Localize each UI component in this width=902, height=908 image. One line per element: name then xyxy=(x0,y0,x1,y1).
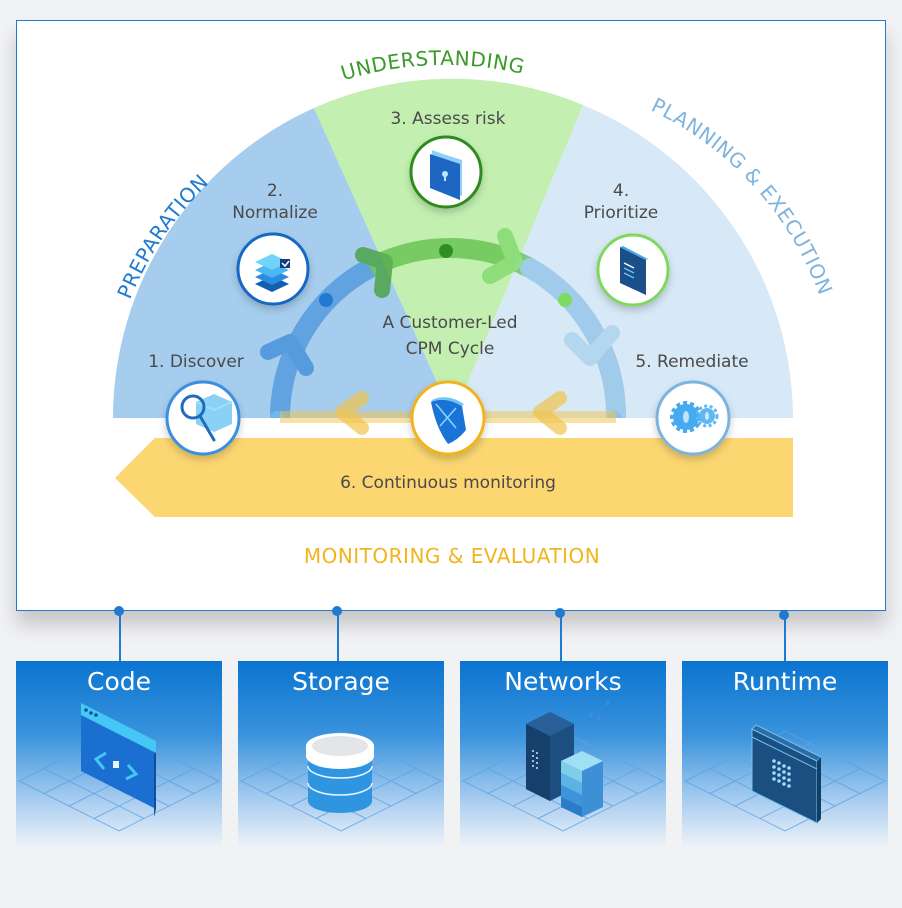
code-window-icon xyxy=(81,703,156,817)
step-label-continuous-monitoring: 6. Continuous monitoring xyxy=(340,473,556,493)
step-label-normalize: Normalize xyxy=(232,203,318,223)
gears-icon xyxy=(670,401,719,433)
domain-title-runtime: Runtime xyxy=(732,667,838,696)
connector-storage xyxy=(337,611,339,661)
cycle-node-dot xyxy=(439,244,453,258)
cycle-node-dot xyxy=(319,293,333,307)
domain-card-storage[interactable]: Storage xyxy=(238,661,444,847)
server-icon xyxy=(526,701,609,817)
cpm-cycle-diagram: PREPARATION UNDERSTANDING PLANNING & EXE… xyxy=(112,46,837,568)
connector-dot xyxy=(555,608,565,618)
monitoring-arrow-band xyxy=(115,438,793,517)
domain-card-networks[interactable]: Networks xyxy=(460,661,666,847)
cycle-node-dot xyxy=(558,293,572,307)
connector-code xyxy=(119,611,121,661)
runtime-panel-icon xyxy=(751,724,822,824)
locked-folder-icon xyxy=(430,150,462,200)
domain-card-runtime[interactable]: Runtime xyxy=(682,661,888,847)
layers-check-icon xyxy=(255,254,290,292)
connector-dot xyxy=(779,610,789,620)
connector-networks xyxy=(560,613,562,661)
step-label-prioritize: Prioritize xyxy=(584,203,659,223)
step-number-normalize: 2. xyxy=(267,181,283,201)
cycle-title-line1: A Customer-Led xyxy=(382,313,517,333)
checklist-icon xyxy=(620,246,648,295)
step-label-assess-risk: 3. Assess risk xyxy=(391,109,506,129)
connector-dot xyxy=(114,606,124,616)
domain-title-storage: Storage xyxy=(292,667,390,696)
step-number-prioritize: 4. xyxy=(613,181,629,201)
step-label-remediate: 5. Remediate xyxy=(635,352,748,372)
shield-icon xyxy=(431,397,466,444)
domain-title-networks: Networks xyxy=(504,667,622,696)
domain-card-code[interactable]: Code xyxy=(16,661,222,847)
connector-runtime xyxy=(784,615,786,661)
magnifier-cube-icon xyxy=(180,394,233,442)
database-icon xyxy=(306,733,374,813)
domain-title-code: Code xyxy=(86,667,151,696)
phase-label-monitoring-evaluation: MONITORING & EVALUATION xyxy=(304,544,600,568)
step-label-discover: 1. Discover xyxy=(148,352,244,372)
connector-dot xyxy=(332,606,342,616)
cycle-title-line2: CPM Cycle xyxy=(406,339,495,359)
